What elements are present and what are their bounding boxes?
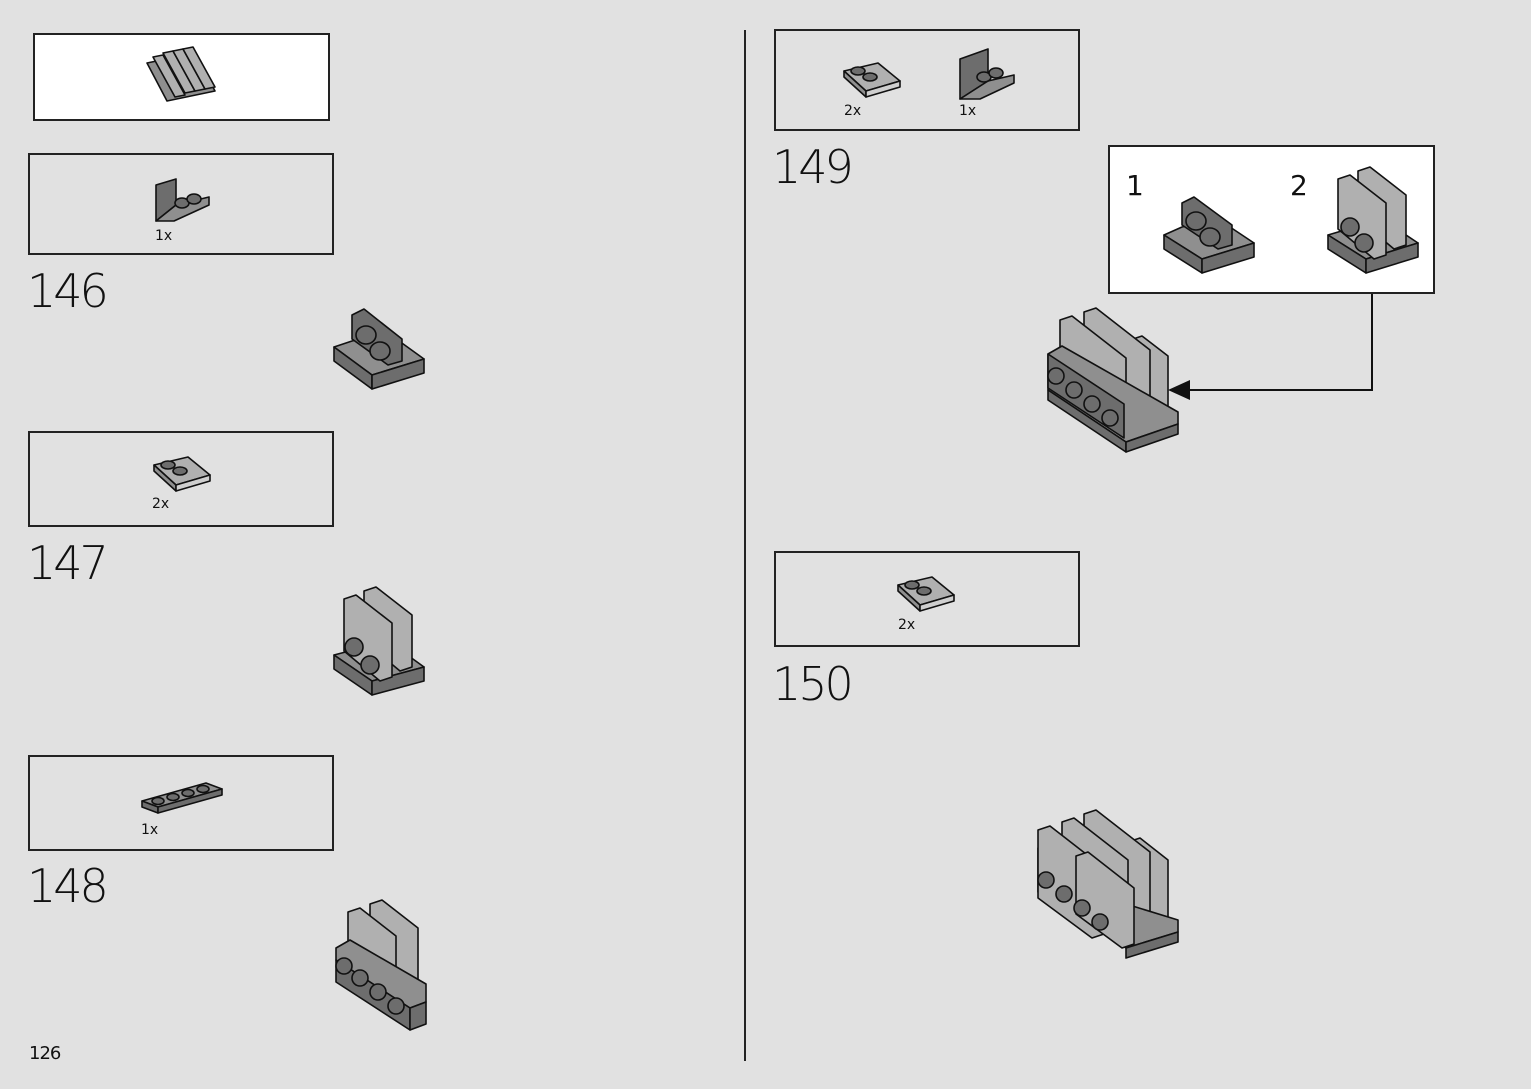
plate-1x4-icon [141,782,223,814]
corner-plate-icon [843,62,901,98]
step-number-146: 146 [27,264,109,318]
submodel-preview-box [33,33,330,121]
substep-callout: 1 2 [1108,145,1435,294]
parts-list-148: 1x [28,755,334,851]
part-qty: 1x [959,103,977,119]
step-number-147: 147 [27,536,109,590]
part-qty: 1x [155,228,173,244]
corner-plate-icon [153,456,211,492]
step-149-assembly [1047,307,1179,453]
step-number-148: 148 [27,859,109,913]
parts-list-146: 1x [28,153,334,255]
parts-list-149: 2x 1x [774,29,1080,131]
part-qty: 2x [152,496,170,512]
step-number-150: 150 [772,657,854,711]
part-qty: 2x [898,617,916,633]
bracket-icon [155,178,210,222]
part-qty: 1x [141,822,159,838]
submodel-icon [146,46,216,102]
substep-2-assembly [1327,166,1419,274]
corner-plate-icon [897,576,955,612]
page-number: 126 [29,1043,61,1064]
step-150-assembly [1037,809,1179,959]
parts-list-147: 2x [28,431,334,527]
part-qty: 2x [844,103,862,119]
substep-1-assembly [1163,196,1255,274]
step-146-assembly [333,308,425,390]
callout-arrow [1168,294,1373,400]
step-number-149: 149 [772,140,854,194]
substep-number-1: 1 [1126,169,1144,202]
parts-list-150: 2x [774,551,1080,647]
step-148-assembly [335,899,427,1031]
page-divider [744,30,746,1061]
bracket-icon [959,48,1015,100]
step-147-assembly [333,586,425,696]
substep-number-2: 2 [1290,169,1308,202]
